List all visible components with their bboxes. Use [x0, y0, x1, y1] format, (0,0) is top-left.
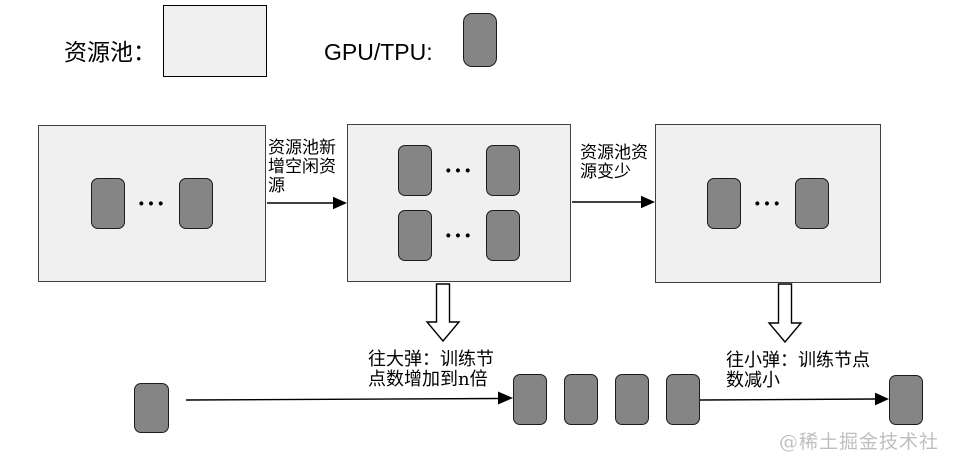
legend-pool-label: 资源池：: [64, 40, 156, 66]
gpu-row: ···: [397, 210, 521, 261]
hollow-arrow-scale-down: [767, 283, 803, 344]
legend-gpu-label: GPU/TPU:: [324, 39, 433, 65]
gpu-icon: [397, 210, 432, 261]
arrow-label-pool-shrink: 资源池资 源变少: [580, 143, 648, 182]
gpu-icon: [706, 178, 741, 229]
ellipsis: ···: [444, 157, 474, 184]
gpu-icon: [564, 374, 598, 425]
arrow-train-scale-down: [699, 392, 889, 406]
gpu-icon: [486, 210, 521, 261]
gpu-row: ···: [90, 178, 214, 229]
gpu-row: ···: [706, 178, 830, 229]
gpu-icon: [889, 375, 923, 425]
scale-down-label: 往小弹：训练节点 数减小: [726, 350, 870, 391]
gpu-icon: [795, 178, 830, 229]
gpu-icon: [179, 178, 214, 229]
hollow-arrow-scale-up: [425, 283, 461, 343]
gpu-row: ···: [397, 145, 521, 196]
gpu-icon: [397, 145, 432, 196]
arrow-pool-shrink: [572, 195, 655, 209]
arrow-pool-grow: [267, 196, 347, 210]
ellipsis: ···: [137, 190, 167, 217]
gpu-icon: [90, 178, 125, 229]
gpu-icon: [486, 145, 521, 196]
gpu-icon: [463, 13, 497, 67]
gpu-icon: [134, 383, 169, 433]
gpu-icon: [666, 374, 700, 425]
ellipsis: ···: [444, 222, 474, 249]
gpu-icon: [615, 374, 649, 425]
watermark: @稀土掘金技术社区: [779, 431, 940, 453]
ellipsis: ···: [753, 190, 783, 217]
arrow-train-scale-up: [185, 391, 513, 405]
gpu-strip-scaled-up: [513, 374, 700, 425]
pool-box-initial: ···: [38, 125, 266, 282]
scale-up-label: 往大弹：训练节 点数增加到n倍: [368, 349, 494, 390]
pool-box-shrunk: ···: [655, 124, 881, 283]
gpu-icon: [513, 374, 547, 425]
pool-box-grown: ··· ···: [347, 124, 571, 282]
arrow-label-pool-grow: 资源池新 增空闲资 源: [268, 138, 336, 196]
pool-swatch: [163, 5, 267, 77]
